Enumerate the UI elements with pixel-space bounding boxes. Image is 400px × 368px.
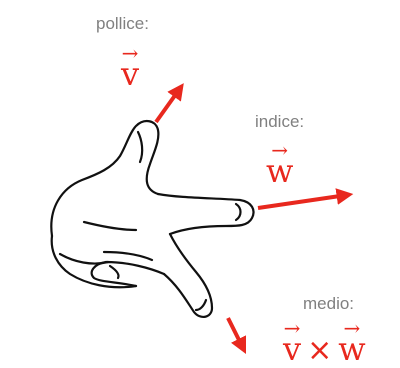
vector-v-symbol: → v — [121, 58, 139, 90]
index-vector-label: → w — [266, 155, 293, 187]
vector-arrow-icon: → — [344, 318, 361, 338]
vector-v-symbol: → v — [283, 333, 301, 365]
vector-w-symbol: → w — [338, 333, 365, 365]
vector-arrow-icon: → — [271, 140, 288, 160]
thumb-vector-label: → v — [121, 58, 139, 90]
index-vector-arrow — [258, 196, 340, 208]
hand-icon — [51, 121, 253, 317]
middle-label: medio: — [303, 294, 354, 314]
middle-vector-arrow — [228, 318, 240, 342]
vector-w-symbol: → w — [266, 155, 293, 187]
vector-arrow-icon: → — [284, 318, 301, 338]
vector-arrow-icon: → — [122, 43, 139, 63]
cross-product-operator: × — [301, 336, 338, 366]
thumb-label: pollice: — [96, 14, 149, 34]
thumb-vector-arrow — [156, 94, 176, 122]
middle-vector-label: → v × → w — [283, 333, 366, 366]
index-label: indice: — [255, 112, 304, 132]
